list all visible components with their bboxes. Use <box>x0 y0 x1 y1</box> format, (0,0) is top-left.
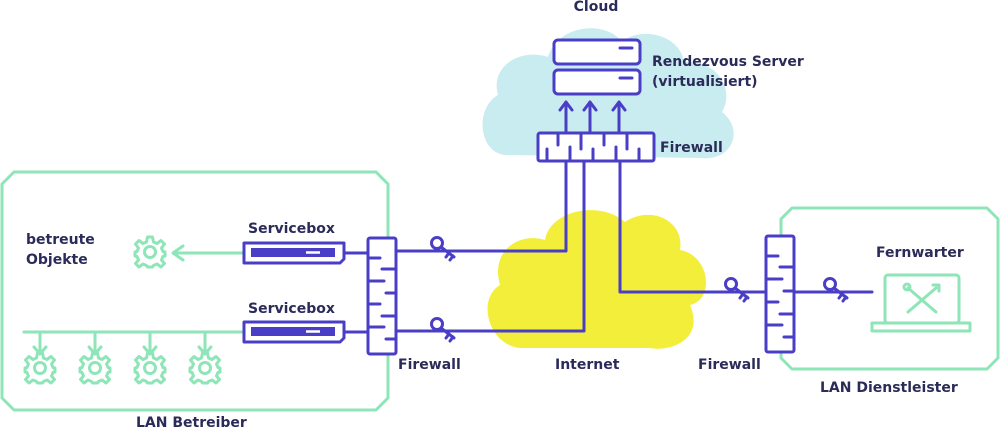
network-connections <box>342 100 874 334</box>
betreute-objekte-label: betreute <box>26 232 95 248</box>
servicebox-top-label: Servicebox <box>248 221 335 237</box>
lan-betreiber-label: LAN Betreiber <box>136 415 247 431</box>
lan-dienstleister-label: LAN Dienstleister <box>820 380 958 396</box>
firewall-icon <box>366 236 398 356</box>
rendezvous-server-sublabel: (virtualisiert) <box>652 74 758 90</box>
tools-icon <box>902 282 941 314</box>
internet-cloud-shape <box>487 210 707 349</box>
cloud-firewall-label: Firewall <box>660 140 723 156</box>
rendezvous-server-label: Rendezvous Server <box>652 54 804 70</box>
internet-label: Internet <box>555 357 620 373</box>
server-icon <box>552 38 642 66</box>
servicebox-bottom-label: Servicebox <box>248 301 335 317</box>
fernwarter-label: Fernwarter <box>876 245 964 261</box>
firewall-left-label: Firewall <box>398 357 461 373</box>
servicebox-icon <box>242 320 346 344</box>
betreute-objekte-label-line2: Objekte <box>26 252 88 268</box>
gear-icon <box>188 351 222 385</box>
firewall-right-label: Firewall <box>698 357 761 373</box>
lan-betreiber-frame <box>0 170 390 412</box>
gear-icon <box>133 235 167 269</box>
gear-icon <box>23 351 57 385</box>
key-icon <box>724 277 750 303</box>
gear-icon <box>78 351 112 385</box>
servicebox-icon <box>242 241 346 265</box>
cloud-label: Cloud <box>574 0 619 15</box>
firewall-icon <box>536 131 656 163</box>
gear-icon <box>133 351 167 385</box>
server-icon <box>552 68 642 96</box>
firewall-icon <box>764 234 796 354</box>
key-icon <box>823 277 849 303</box>
key-icon <box>430 236 456 262</box>
laptop-icon <box>870 273 972 333</box>
